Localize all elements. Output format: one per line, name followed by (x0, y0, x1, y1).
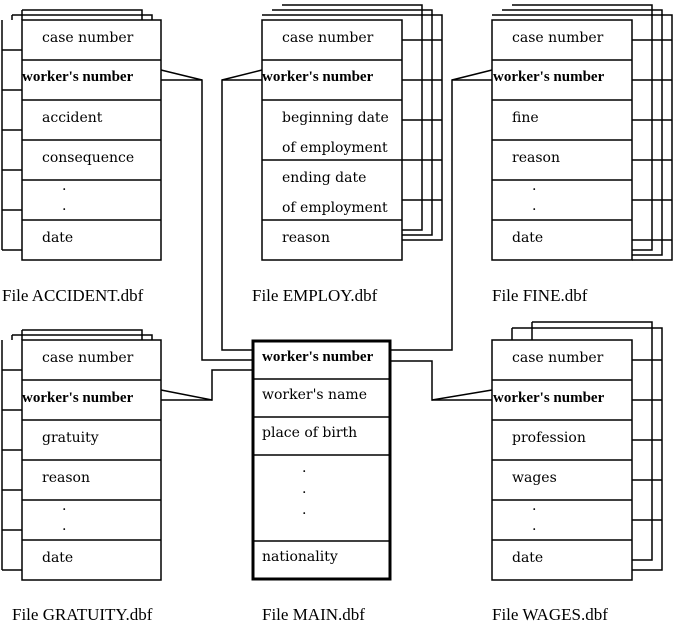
file-accident (1, 9, 162, 261)
wages-caption: File WAGES.dbf (492, 605, 608, 624)
main-table-box (251, 339, 392, 581)
fine-field-fine: fine (512, 110, 539, 126)
main-field-nationality: nationality (262, 549, 338, 565)
wages-stacked-pages (511, 321, 663, 571)
fine-field-workers-number: worker's number (493, 69, 605, 85)
file-wages (491, 321, 663, 581)
main-caption: File MAIN.dbf (262, 605, 365, 624)
accident-field-workers-number: worker's number (22, 69, 134, 85)
gratuity-stacked-pages (1, 329, 153, 571)
accident-field-date: date (42, 230, 73, 246)
accident-field-ellipsis-2: . (62, 198, 66, 214)
wages-field-profession: profession (512, 430, 586, 446)
gratuity-fields: case number worker's number gratuity rea… (22, 350, 134, 566)
link-employ-main (221, 69, 263, 351)
fine-field-date: date (512, 230, 543, 246)
fine-fields: case number worker's number fine reason … (493, 30, 605, 246)
accident-field-accident: accident (42, 110, 103, 126)
employ-caption: File EMPLOY.dbf (252, 286, 378, 305)
main-field-ellipsis-3: . (302, 502, 306, 518)
link-gratuity-main (160, 369, 253, 401)
fine-field-ellipsis-1: . (532, 178, 536, 194)
accident-field-consequence: consequence (42, 150, 134, 166)
accident-stacked-pages (1, 9, 153, 251)
gratuity-field-ellipsis-2: . (62, 518, 66, 534)
fine-field-reason: reason (512, 150, 560, 166)
employ-fields: case number worker's number beginning da… (262, 30, 389, 246)
gratuity-field-reason: reason (42, 470, 90, 486)
link-wages-main (390, 360, 493, 401)
accident-field-ellipsis-1: . (62, 178, 66, 194)
main-field-ellipsis-2: . (302, 481, 306, 497)
file-main (251, 339, 392, 581)
gratuity-field-case-number: case number (42, 350, 134, 366)
wages-field-wages: wages (512, 470, 557, 486)
wages-field-ellipsis-2: . (532, 518, 536, 534)
employ-field-case-number: case number (282, 30, 374, 46)
employ-field-of-employment-2: of employment (282, 200, 388, 216)
link-accident-main (160, 69, 253, 361)
employ-field-ending-date: ending date (282, 170, 366, 186)
employ-field-workers-number: worker's number (262, 69, 374, 85)
gratuity-field-workers-number: worker's number (22, 390, 134, 406)
file-fine (491, 4, 673, 261)
main-field-place-of-birth: place of birth (262, 425, 357, 441)
main-field-ellipsis-1: . (302, 460, 306, 476)
wages-field-workers-number: worker's number (493, 390, 605, 406)
gratuity-field-ellipsis-1: . (62, 498, 66, 514)
fine-field-case-number: case number (512, 30, 604, 46)
wages-field-ellipsis-1: . (532, 498, 536, 514)
accident-caption: File ACCIDENT.dbf (2, 286, 144, 305)
accident-fields: case number worker's number accident con… (22, 30, 134, 246)
employ-field-of-employment-1: of employment (282, 140, 388, 156)
wages-fields: case number worker's number profession w… (493, 350, 605, 566)
file-gratuity (1, 329, 162, 581)
gratuity-caption: File GRATUITY.dbf (12, 605, 153, 624)
employ-stacked-pages (262, 4, 443, 241)
gratuity-field-date: date (42, 550, 73, 566)
employ-field-beginning-date: beginning date (282, 110, 389, 126)
fine-field-ellipsis-2: . (532, 198, 536, 214)
employ-field-reason: reason (282, 230, 330, 246)
main-fields: worker's number worker's name place of b… (262, 349, 374, 565)
fine-caption: File FINE.dbf (492, 286, 588, 305)
relationship-lines (160, 69, 493, 401)
gratuity-field-gratuity: gratuity (42, 430, 99, 446)
accident-field-case-number: case number (42, 30, 134, 46)
wages-field-case-number: case number (512, 350, 604, 366)
fine-stacked-pages (492, 4, 673, 261)
file-employ (261, 4, 443, 261)
wages-field-date: date (512, 550, 543, 566)
main-field-workers-number: worker's number (262, 349, 374, 365)
link-fine-main (390, 69, 493, 351)
main-field-workers-name: worker's name (262, 387, 367, 403)
